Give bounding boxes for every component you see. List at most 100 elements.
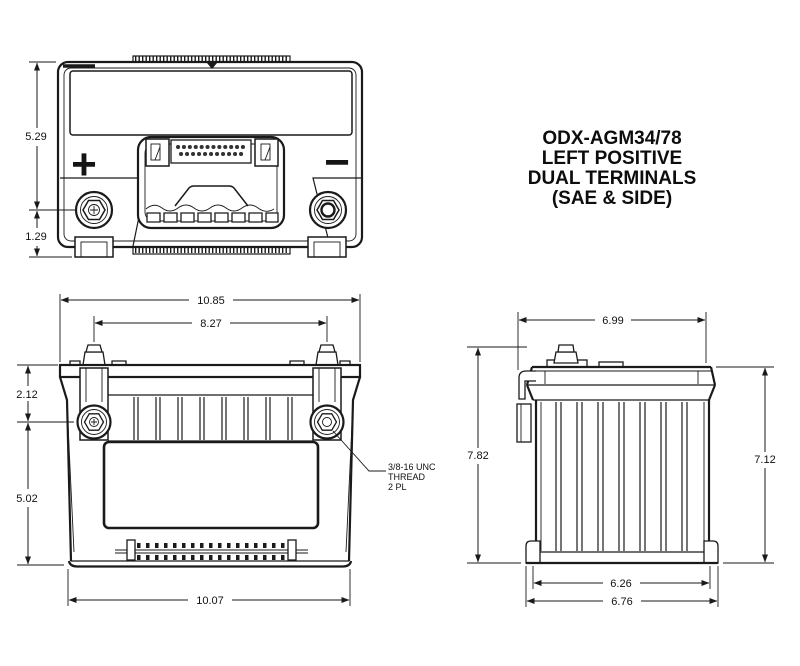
rail-lines — [115, 549, 308, 554]
electrolyte-wave-line — [145, 204, 275, 212]
foot-inner — [80, 241, 108, 258]
bottom-rail — [115, 539, 308, 561]
dim-post-spacing-8-27: 8.27 — [93, 316, 328, 342]
dimension-value: 10.07 — [196, 595, 224, 607]
extension-lines — [17, 364, 74, 423]
side-body — [534, 400, 711, 553]
case-edge-right — [347, 376, 362, 562]
base-foot-right — [703, 540, 719, 564]
handle-grip — [174, 185, 249, 207]
dim-top-height-5-29: 5.29 — [25, 61, 75, 258]
post-base — [315, 351, 339, 366]
sae-post-right — [315, 344, 339, 366]
dim-overall-height-7-82: 7.82 — [467, 346, 527, 564]
dimension-value: 5.29 — [25, 131, 46, 143]
rib-band-lines — [108, 394, 313, 442]
cover-flange — [58, 363, 362, 379]
extension-lines — [59, 294, 361, 362]
title-line-4: (SAE & SIDE) — [552, 188, 672, 209]
side-cover — [525, 365, 717, 401]
case-edge-inner-lines — [66, 403, 354, 553]
extension-lines — [93, 316, 328, 342]
title-line-2: LEFT POSITIVE — [542, 148, 682, 169]
extension-lines — [67, 569, 351, 606]
terminal-ring-inner — [81, 409, 107, 435]
leader-line — [332, 430, 386, 472]
foot-inner — [313, 241, 341, 258]
terminal-ring-inner — [314, 196, 342, 224]
negative-marking: − — [324, 138, 350, 187]
front-label-plate — [102, 440, 320, 530]
title-block: ODX-AGM34/78 LEFT POSITIVE DUAL TERMINAL… — [528, 128, 697, 209]
negative-side-terminal-top — [308, 190, 348, 230]
body-inner-edges — [540, 402, 705, 551]
extension-lines — [716, 366, 774, 564]
tower-channel — [85, 368, 103, 402]
dimension-value: 5.02 — [16, 493, 37, 505]
post-base — [82, 351, 106, 366]
positive-marking: + — [71, 140, 97, 189]
center-notch — [207, 63, 217, 69]
negative-side-terminal-front — [309, 404, 345, 440]
dim-lower-height-5-02: 5.02 — [16, 422, 64, 566]
dim-overall-depth-6-99: 6.99 — [517, 312, 707, 370]
vent-panel-frame — [170, 139, 252, 164]
dim-overall-width-10-85: 10.85 — [59, 294, 361, 362]
clip-latch — [260, 143, 271, 161]
thread-note: 3/8-16 UNC THREAD 2 PL — [332, 430, 436, 492]
thread-note-line-2: THREAD — [388, 472, 426, 482]
side-base — [525, 540, 719, 565]
dimension-value: 7.12 — [754, 454, 775, 466]
side-view: 6.99 7.82 7.12 6.26 6.76 — [467, 312, 776, 608]
terminal-bore — [88, 204, 100, 216]
dimension-value: 6.99 — [602, 315, 623, 327]
post-cap — [85, 344, 103, 353]
rail-end-right — [287, 539, 297, 561]
clip-latch — [150, 143, 161, 161]
case-edge-left — [58, 376, 73, 562]
handle-assembly — [136, 135, 286, 230]
side-terminal-hook — [518, 370, 536, 400]
terminal-ring-inner — [80, 196, 108, 224]
holddown-foot-left — [74, 236, 114, 258]
top-view: + − — [25, 55, 364, 258]
sae-post-side — [553, 344, 579, 364]
vent-slot-row — [146, 212, 279, 223]
rail-end-left — [126, 539, 136, 561]
case-inner-outline — [63, 67, 357, 242]
clip-latch-edge — [154, 146, 161, 161]
front-view: 3/8-16 UNC THREAD 2 PL 10.85 8.27 2.12 — [16, 294, 436, 607]
extension-lines — [525, 566, 719, 607]
terminal-ring-inner — [314, 409, 340, 435]
vent-slots — [146, 212, 279, 223]
handle-clip-right — [254, 138, 279, 167]
post-cap — [318, 344, 336, 353]
positive-side-terminal-top — [74, 190, 114, 230]
dimension-value: 1.29 — [25, 231, 46, 243]
dim-top-offset-1-29: 1.29 — [25, 210, 47, 257]
body-edges — [534, 400, 711, 552]
extension-lines — [532, 566, 711, 589]
terminal-bore — [322, 417, 332, 427]
terminal-cross-mark — [91, 419, 97, 425]
side-ribs — [555, 402, 688, 551]
tower-channel — [318, 368, 336, 402]
terminal-hex-nut — [316, 413, 338, 431]
dim-base-width-10-07: 10.07 — [67, 569, 351, 607]
thread-note-line-1: 3/8-16 UNC — [388, 462, 436, 472]
dimension-value: 7.82 — [467, 450, 488, 462]
base-foot-left — [525, 540, 541, 564]
side-terminal-plate — [516, 403, 532, 443]
top-label-area — [69, 70, 353, 136]
dimension-value: 8.27 — [200, 318, 221, 330]
base-bottom-edge — [67, 560, 353, 568]
dim-base-inner-6-26: 6.26 — [532, 566, 711, 590]
clip-latch-edge — [264, 146, 271, 161]
title-line-3: DUAL TERMINALS — [528, 168, 697, 189]
dimension-value: 2.12 — [16, 389, 37, 401]
terminal-bore — [89, 417, 99, 427]
dim-case-height-7-12: 7.12 — [716, 366, 776, 564]
sae-post-left — [82, 344, 106, 366]
